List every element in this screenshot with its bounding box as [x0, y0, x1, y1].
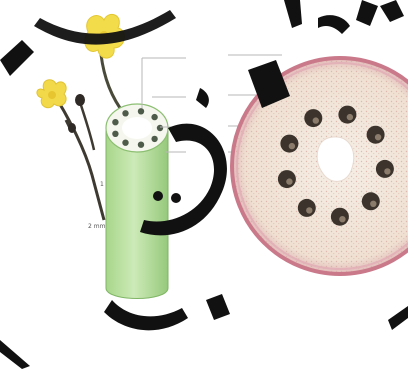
cross-section-bundle — [362, 192, 380, 210]
cylinder-bundle — [112, 119, 118, 125]
label-2mm: 2 mm — [88, 223, 106, 230]
cross-section-bundle — [278, 170, 296, 188]
flower-small — [37, 80, 66, 108]
cross-section-bundle-core — [370, 201, 376, 207]
cross-section-bundle-core — [313, 117, 319, 123]
cylinder-bundle — [138, 142, 144, 148]
cross-section-bundle-core — [347, 114, 353, 120]
cross-section-bundle-core — [339, 216, 345, 222]
cross-section-bundle — [367, 126, 385, 144]
cylinder-bundle — [157, 125, 163, 131]
cylinder-bundle — [138, 108, 144, 114]
cross-section-bundle — [304, 109, 322, 127]
cross-section-bundle-core — [289, 143, 295, 149]
cross-section-bundle — [298, 199, 316, 217]
cylinder-bundle — [112, 131, 118, 137]
cross-section-bundle — [280, 135, 298, 153]
cylinder-bundle — [151, 136, 157, 142]
cross-section-bundle — [376, 160, 394, 178]
cylinder-bundle — [122, 140, 128, 146]
cylinder-bundle — [122, 110, 128, 116]
cross-section-bundle — [338, 106, 356, 124]
cross-section-bundle — [331, 208, 349, 226]
cross-section-bundle-core — [375, 134, 381, 140]
label-1: 1 — [100, 181, 104, 188]
cross-section-bundle-core — [306, 207, 312, 213]
cross-section-bundle-core — [384, 168, 390, 174]
cross-section-bundle-core — [286, 178, 292, 184]
cylinder-bundle — [151, 114, 157, 120]
